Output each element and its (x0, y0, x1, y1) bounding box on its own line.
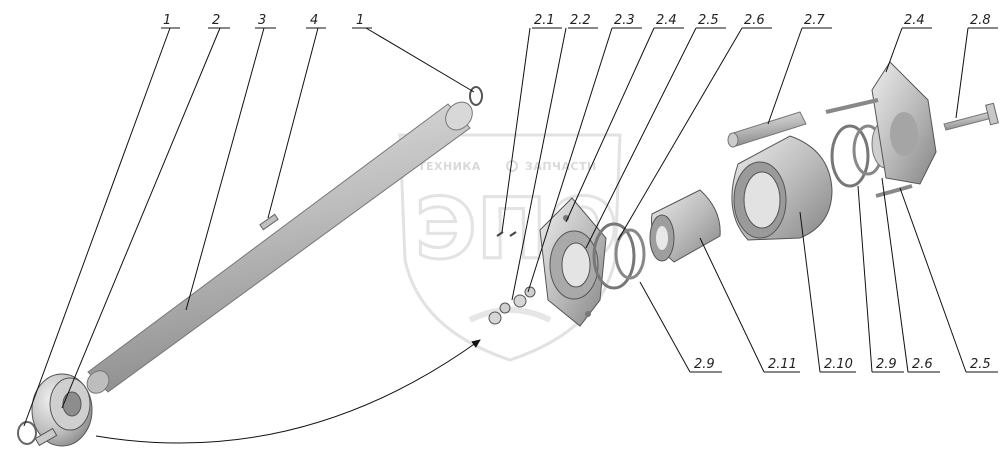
label-2-6a: 2.6 (744, 13, 765, 28)
part-key (259, 213, 279, 231)
callout-2-5a: 2.5 (585, 13, 726, 249)
callout-2-9a: 2.9 (639, 281, 722, 373)
part-retaining-ring-right (469, 86, 483, 106)
callout-2-9b: 2.9 (857, 185, 904, 373)
callout-2: 2 (61, 13, 230, 409)
label-2-6b: 2.6 (912, 357, 933, 372)
label-1a: 1 (163, 13, 171, 28)
label-1b: 1 (356, 13, 364, 28)
callout-2-6b: 2.6 (881, 177, 940, 373)
callout-2-11: 2.11 (699, 237, 800, 373)
part-retaining-ring-left (17, 421, 37, 445)
part-small-fasteners (488, 231, 536, 325)
label-2: 2 (212, 13, 220, 28)
callout-3: 3 (185, 13, 276, 311)
watermark-right-text: ЗАПЧАСТИ (525, 160, 597, 173)
label-4: 4 (310, 13, 318, 28)
callout-2-4a: 2.4 (565, 13, 684, 223)
part-main-housing (731, 135, 833, 241)
label-2-5a: 2.5 (698, 13, 719, 28)
label-2-1: 2.1 (534, 13, 555, 28)
label-2-9b: 2.9 (876, 357, 897, 372)
callout-2-1: 2.1 (501, 13, 562, 233)
label-2-7: 2.7 (804, 13, 825, 28)
callout-2-8: 2.8 (955, 13, 998, 119)
part-housing-left (31, 373, 93, 447)
callout-2-3: 2.3 (527, 13, 642, 293)
callout-1b: 1 (352, 13, 475, 93)
part-seal-rings-front (592, 222, 646, 290)
part-bushing (649, 189, 721, 263)
label-2-5b: 2.5 (970, 357, 991, 372)
callout-2-2: 2.2 (511, 13, 598, 301)
label-2-3: 2.3 (614, 13, 635, 28)
label-2-8: 2.8 (970, 13, 991, 28)
label-2-4a: 2.4 (656, 13, 677, 28)
assembly-arrow (95, 339, 481, 444)
callout-2-6a: 2.6 (617, 13, 772, 241)
part-pin (727, 111, 807, 148)
callout-4: 4 (267, 13, 326, 219)
part-flange-rear (825, 61, 937, 198)
part-shaft (86, 101, 473, 394)
label-2-10: 2.10 (824, 357, 853, 372)
callout-1a: 1 (23, 13, 180, 427)
callout-2-5b: 2.5 (899, 187, 998, 373)
callout-2-10: 2.10 (799, 211, 856, 373)
label-2-2: 2.2 (570, 13, 591, 28)
label-3: 3 (258, 13, 266, 28)
label-2-11: 2.11 (768, 357, 797, 372)
label-2-9a: 2.9 (694, 357, 715, 372)
watermark-left-text: ТЕХНИКА (418, 160, 481, 173)
part-bolt (943, 102, 999, 131)
label-2-4b: 2.4 (904, 13, 925, 28)
watermark-wheat-icon (468, 307, 552, 323)
callout-2-4b: 2.4 (885, 13, 932, 73)
callout-2-7: 2.7 (767, 13, 832, 125)
